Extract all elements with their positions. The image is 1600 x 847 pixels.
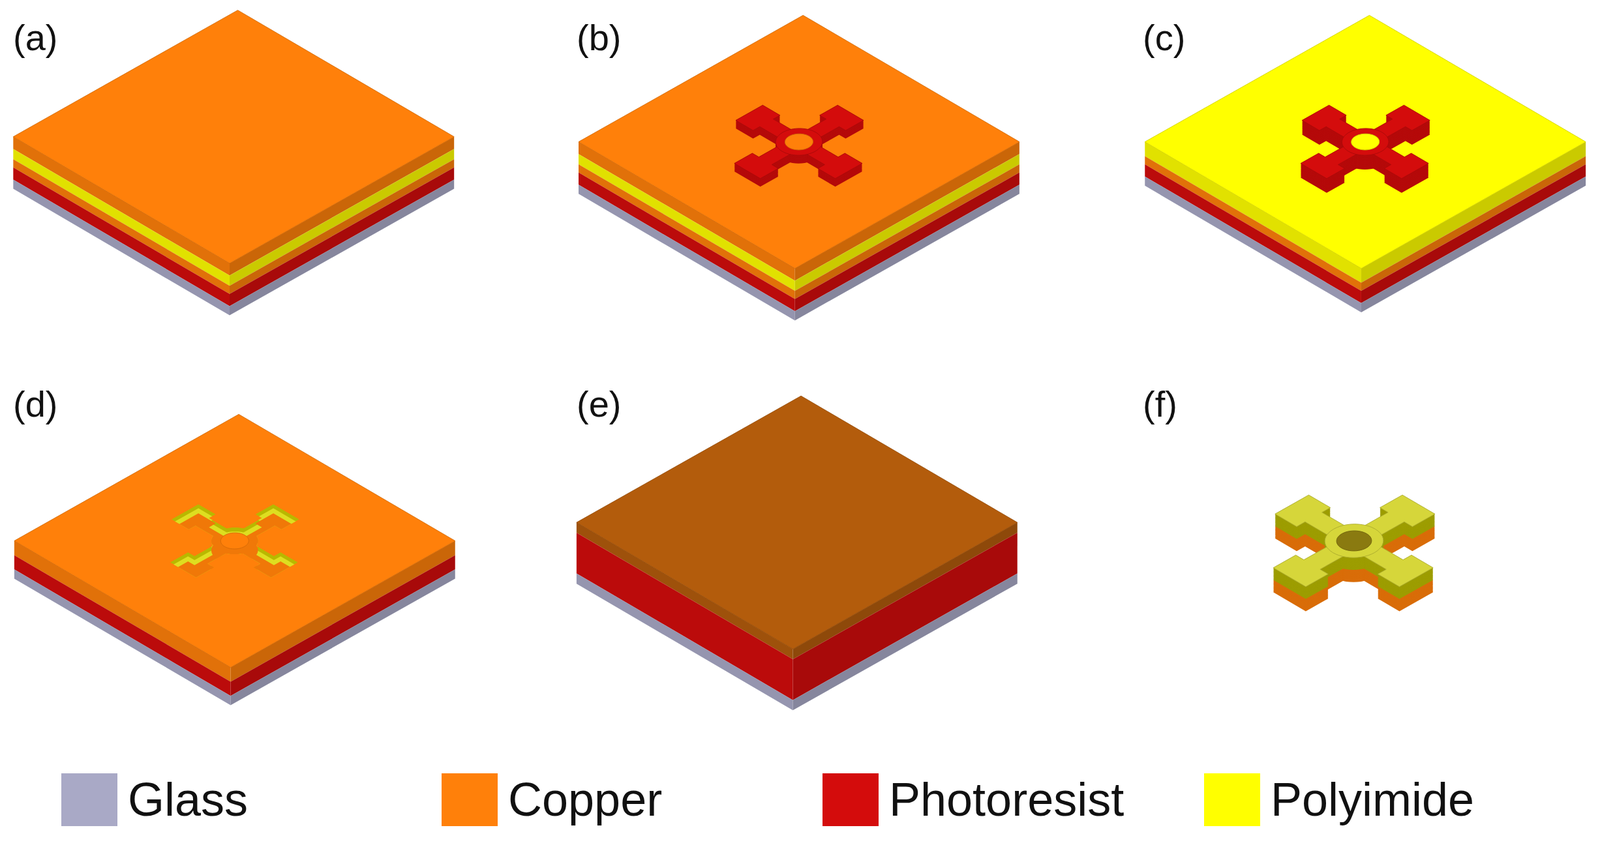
step-e-stack (576, 395, 1018, 711)
legend-text: Photoresist (889, 773, 1124, 827)
panel-label-box: (f) (1142, 386, 1178, 423)
legend-swatch (1204, 773, 1261, 827)
panel-label: (f) (1142, 383, 1178, 425)
step-d-stack (14, 414, 456, 706)
trench-floor (170, 513, 300, 588)
panel-label-box: (b) (576, 19, 621, 57)
panel-label: (e) (576, 383, 621, 425)
pattern-top (1341, 128, 1389, 156)
panel-label-box: (e) (576, 386, 621, 423)
panel-label-box: (c) (1142, 19, 1186, 57)
pattern-top (1324, 524, 1384, 558)
pattern-side (734, 105, 864, 180)
ring-hole (1336, 530, 1372, 552)
layer-top (13, 10, 454, 264)
pattern-side (1300, 105, 1430, 180)
pattern-top (775, 128, 823, 156)
legend-text: Glass (127, 773, 248, 827)
step-b-stack (578, 15, 1020, 321)
legend-swatch (822, 773, 879, 827)
pattern-top (734, 105, 864, 179)
panel-label-box: (a) (13, 19, 58, 57)
panel-label: (c) (1142, 16, 1186, 59)
ring-island (220, 532, 249, 550)
ring-hole (784, 133, 813, 151)
pattern-top (1300, 105, 1430, 179)
layer-top (14, 414, 456, 668)
step-c-stack (1144, 15, 1586, 312)
step-a-stack (13, 10, 454, 316)
legend-text: Polyimide (1270, 773, 1475, 827)
layer-top (578, 15, 1020, 269)
legend-swatch (61, 773, 118, 827)
step-f-structure (1273, 495, 1435, 612)
pattern-side (1273, 495, 1435, 588)
trench (170, 504, 300, 588)
pattern-top (1273, 495, 1435, 588)
layer-top (1144, 15, 1586, 269)
panel-label: (d) (13, 383, 58, 425)
legend-text: Copper (508, 773, 663, 827)
layer-top (576, 395, 1018, 650)
legend-swatch (441, 773, 498, 827)
panel-label: (a) (13, 16, 58, 59)
panel-label-box: (d) (13, 386, 58, 423)
panel-label: (b) (576, 16, 621, 59)
ring-hole (1351, 133, 1380, 151)
